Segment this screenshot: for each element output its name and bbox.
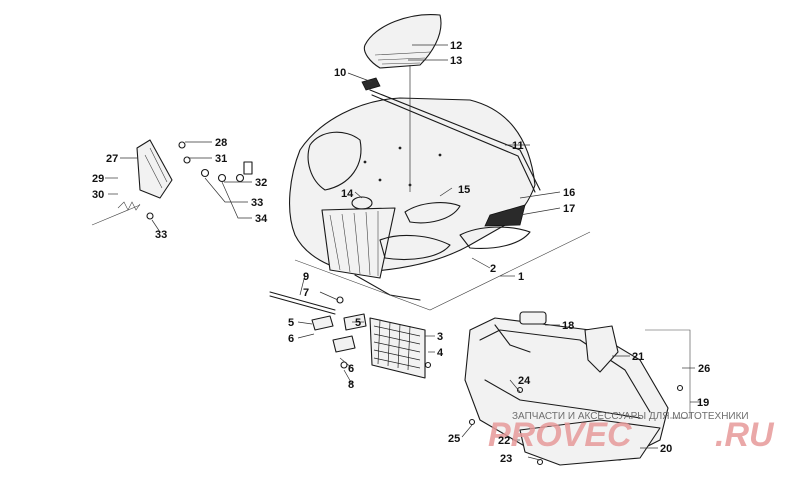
vent-cap <box>363 14 442 69</box>
callout-28: 28 <box>215 137 227 149</box>
callout-19: 19 <box>697 397 709 409</box>
callout-10: 10 <box>334 67 346 79</box>
callout-29: 29 <box>92 173 104 185</box>
callout-5b: 5 <box>355 317 361 329</box>
callout-6a: 6 <box>288 333 294 345</box>
callout-24: 24 <box>518 375 531 387</box>
leader-lines <box>105 44 700 461</box>
clip-10 <box>361 77 381 91</box>
callout-32: 32 <box>255 177 267 189</box>
callout-1: 1 <box>518 271 524 283</box>
callout-8: 8 <box>348 379 354 391</box>
callout-15: 15 <box>458 184 470 196</box>
callout-33a: 33 <box>251 197 263 209</box>
callout-18: 18 <box>562 320 574 332</box>
callout-13: 13 <box>450 55 462 67</box>
callout-12: 12 <box>450 40 462 52</box>
watermark-tagline: ЗАПЧАСТИ И АКСЕССУАРЫ ДЛЯ МОТОТЕХНИКИ <box>512 411 749 422</box>
callout-23: 23 <box>500 453 512 465</box>
callout-labels: 12 13 10 11 14 15 16 17 2 1 27 28 31 29 … <box>92 40 710 465</box>
callout-16: 16 <box>563 187 575 199</box>
callout-31: 31 <box>215 153 227 165</box>
callout-22: 22 <box>498 435 510 447</box>
callout-3: 3 <box>437 331 443 343</box>
callout-7: 7 <box>303 287 309 299</box>
callout-20: 20 <box>660 443 672 455</box>
callout-6b: 6 <box>348 363 354 375</box>
callout-17: 17 <box>563 203 575 215</box>
callout-4: 4 <box>437 347 444 359</box>
callout-26: 26 <box>698 363 710 375</box>
callout-33b: 33 <box>155 229 167 241</box>
callout-9: 9 <box>303 271 309 283</box>
callout-5a: 5 <box>288 317 294 329</box>
callout-34: 34 <box>255 213 268 225</box>
callout-25: 25 <box>448 433 460 445</box>
hood-assembly <box>289 89 591 311</box>
callout-30: 30 <box>92 189 104 201</box>
callout-11: 11 <box>512 140 524 152</box>
grille-mesh <box>369 317 432 379</box>
callout-27: 27 <box>106 153 118 165</box>
rod-and-hardware <box>269 291 367 369</box>
storage-tray <box>464 311 691 466</box>
callout-21: 21 <box>632 351 644 363</box>
headlight-bracket <box>91 139 253 226</box>
watermark-domain: .RU <box>715 416 775 454</box>
callout-14: 14 <box>341 188 354 200</box>
watermark: ЗАПЧАСТИ И АКСЕССУАРЫ ДЛЯ МОТОТЕХНИКИ PR… <box>488 411 775 454</box>
watermark-logo: PROVEC <box>488 416 632 454</box>
callout-2: 2 <box>490 263 496 275</box>
